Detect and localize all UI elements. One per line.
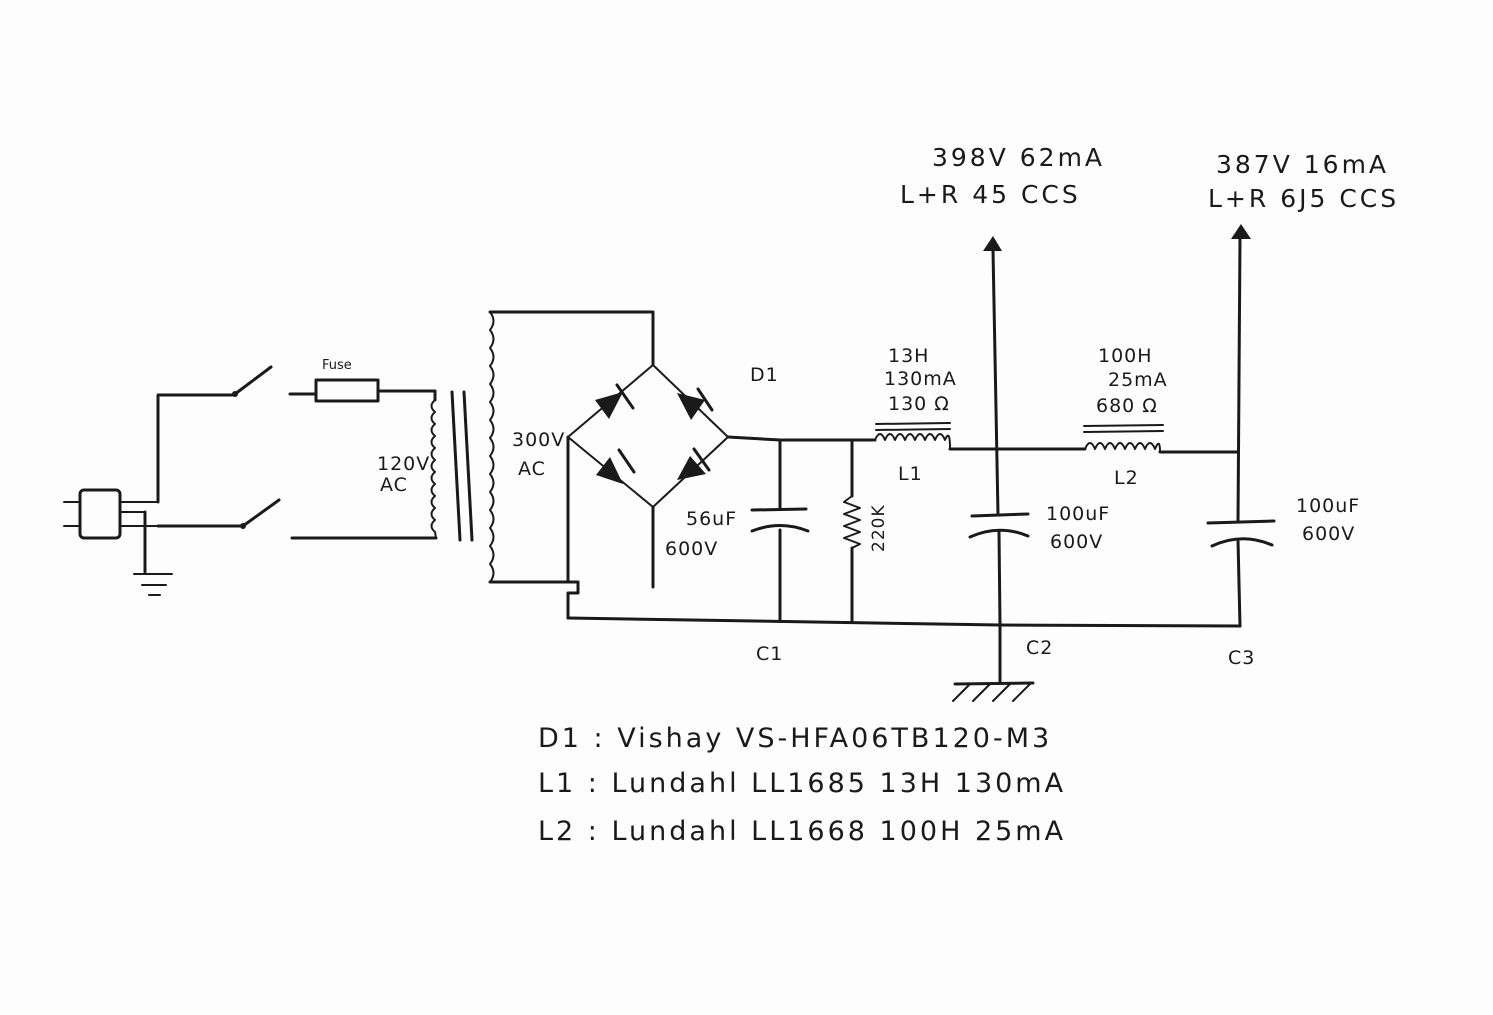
bridge-rectifier-icon bbox=[566, 364, 729, 589]
parts-list-item: D1 : Vishay VS-HFA06TB120-M3 bbox=[538, 723, 1052, 754]
rail2-voltage-current: 387V 16mA bbox=[1216, 150, 1389, 179]
bleeder-resistor-icon bbox=[843, 495, 861, 549]
mains-wiring bbox=[156, 393, 242, 528]
c1-voltage: 600V bbox=[665, 538, 718, 560]
rail1-output-wiring bbox=[983, 236, 1002, 627]
choke-l2-icon bbox=[1083, 424, 1164, 453]
parts-list-item: L1 : Lundahl LL1685 13H 130mA bbox=[538, 768, 1066, 799]
rail2-load: L+R 6J5 CCS bbox=[1208, 184, 1399, 213]
capacitor-c1-icon bbox=[750, 507, 810, 533]
fuse-icon bbox=[314, 378, 437, 403]
secondary-ac-label: AC bbox=[518, 458, 546, 480]
bridge-label: D1 bbox=[750, 364, 779, 386]
c3-voltage: 600V bbox=[1302, 523, 1355, 545]
l1-ref: L1 bbox=[898, 463, 923, 485]
primary-voltage-label: 120V bbox=[377, 453, 430, 475]
primary-ac-label: AC bbox=[380, 474, 408, 496]
c3-value: 100uF bbox=[1296, 495, 1360, 517]
c1-ref: C1 bbox=[756, 643, 783, 665]
bleeder-value: 220K bbox=[869, 504, 889, 552]
power-switch-icon bbox=[232, 365, 438, 540]
l1-resistance: 130 Ω bbox=[888, 393, 950, 415]
l1-inductance: 13H bbox=[888, 345, 929, 367]
l2-resistance: 680 Ω bbox=[1096, 395, 1158, 417]
l1-current: 130mA bbox=[884, 368, 957, 390]
rail1-load: L+R 45 CCS bbox=[900, 180, 1081, 209]
c1-value: 56uF bbox=[686, 508, 737, 530]
l2-current: 25mA bbox=[1108, 369, 1168, 391]
l2-ref: L2 bbox=[1114, 467, 1139, 489]
rail2-output-wiring bbox=[1231, 224, 1251, 628]
capacitor-c2-icon bbox=[968, 512, 1030, 539]
mains-plug-icon bbox=[63, 488, 159, 540]
choke-l1-icon bbox=[874, 422, 951, 450]
parts-list-item: L2 : Lundahl LL1668 100H 25mA bbox=[538, 816, 1066, 847]
secondary-voltage-label: 300V bbox=[512, 429, 565, 451]
c2-voltage: 600V bbox=[1050, 531, 1103, 553]
c2-ref: C2 bbox=[1026, 637, 1053, 659]
l2-inductance: 100H bbox=[1098, 345, 1153, 367]
c2-value: 100uF bbox=[1046, 503, 1110, 525]
fuse-label: Fuse bbox=[322, 358, 352, 373]
capacitor-c3-icon bbox=[1206, 519, 1276, 548]
chassis-ground-icon bbox=[952, 681, 1035, 702]
rail1-voltage-current: 398V 62mA bbox=[932, 143, 1105, 172]
c3-ref: C3 bbox=[1228, 647, 1255, 669]
parts-list: D1 : Vishay VS-HFA06TB120-M3 L1 : Lundah… bbox=[538, 723, 1066, 847]
transformer-icon bbox=[430, 310, 655, 620]
positive-rail-wiring bbox=[726, 435, 1240, 510]
earth-ground-icon bbox=[133, 510, 173, 596]
